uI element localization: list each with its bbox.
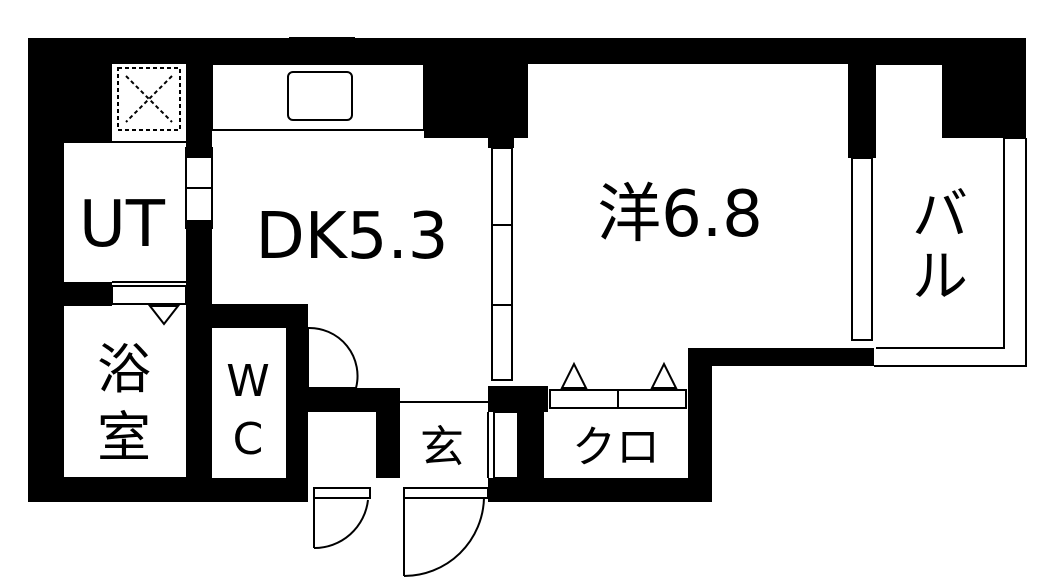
fixtures <box>117 63 687 409</box>
room-label-closet: クロ <box>572 422 660 473</box>
room-label-bath-1: 浴 <box>97 338 151 401</box>
room-label-wc-2: C <box>233 414 264 465</box>
kitchen-counter <box>211 63 425 131</box>
room-label-entrance: 玄 <box>420 422 464 473</box>
sink-icon <box>287 71 353 121</box>
room-label-dk: DK5.3 <box>255 200 448 274</box>
room-label-ut: UT <box>79 188 166 262</box>
room-label-wc-1: W <box>226 356 270 407</box>
room-label-western: 洋6.8 <box>597 178 763 252</box>
room-label-balcony-2: ル <box>912 245 968 310</box>
walls <box>28 38 1026 502</box>
doors <box>290 326 489 577</box>
room-labels: UT DK5.3 洋6.8 バ ル 浴 室 W C 玄 クロ <box>79 178 968 473</box>
room-lines <box>64 63 1027 479</box>
room-label-bath-2: 室 <box>97 406 151 469</box>
room-label-balcony-1: バ <box>912 183 968 248</box>
